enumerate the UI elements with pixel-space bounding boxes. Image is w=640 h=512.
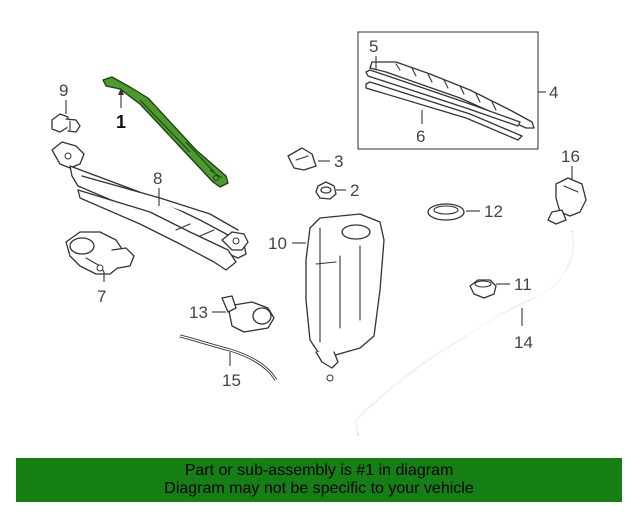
banner-line-2: Diagram may not be specific to your vehi… [164, 480, 474, 497]
banner-line-1: Part or sub-assembly is #1 in diagram [184, 462, 454, 479]
callout-14[interactable]: 14 [514, 333, 533, 352]
bolt-part-9[interactable] [51, 113, 81, 133]
callout-13[interactable]: 13 [189, 303, 208, 322]
callout-7[interactable]: 7 [97, 287, 106, 306]
washer-pump-part-13[interactable] [221, 295, 275, 333]
callout-10[interactable]: 10 [268, 234, 287, 253]
callout-16[interactable]: 16 [561, 147, 580, 166]
wiper-arm-part-1[interactable] [102, 76, 229, 188]
washer-reservoir-part-10[interactable] [305, 213, 385, 382]
clip-part-3[interactable] [287, 147, 317, 171]
wiper-blade-box [357, 31, 539, 150]
callout-6[interactable]: 6 [416, 127, 425, 146]
washer-hose-part-14[interactable] [355, 231, 574, 435]
callout-1[interactable]: 1 [116, 112, 126, 132]
parts-diagram: 1 9 8 7 3 2 [51, 31, 587, 435]
grommet-part-2[interactable] [315, 181, 337, 200]
callout-11[interactable]: 11 [514, 275, 532, 294]
cap-part-12[interactable] [427, 203, 465, 221]
washer-nozzle-part-16[interactable] [547, 177, 587, 225]
callout-12[interactable]: 12 [484, 202, 503, 221]
hose-part-15[interactable] [179, 334, 278, 381]
info-banner: Part or sub-assembly is #1 in diagram Di… [16, 458, 622, 502]
grommet-part-11[interactable] [469, 279, 497, 299]
callout-15[interactable]: 15 [222, 371, 241, 390]
callout-9[interactable]: 9 [59, 81, 68, 100]
callout-4[interactable]: 4 [549, 83, 558, 102]
callout-5[interactable]: 5 [369, 37, 378, 56]
callout-3[interactable]: 3 [334, 152, 343, 171]
blade-refill-part-6[interactable] [365, 81, 523, 141]
wiper-motor-part-7[interactable] [65, 231, 135, 275]
wiper-linkage-part-8[interactable] [51, 141, 249, 271]
callout-2[interactable]: 2 [350, 181, 359, 200]
wiper-blade-part-4[interactable] [369, 61, 535, 129]
arrow-1 [118, 88, 124, 95]
blade-insert-part-5[interactable] [365, 69, 521, 127]
callout-8[interactable]: 8 [153, 169, 162, 188]
